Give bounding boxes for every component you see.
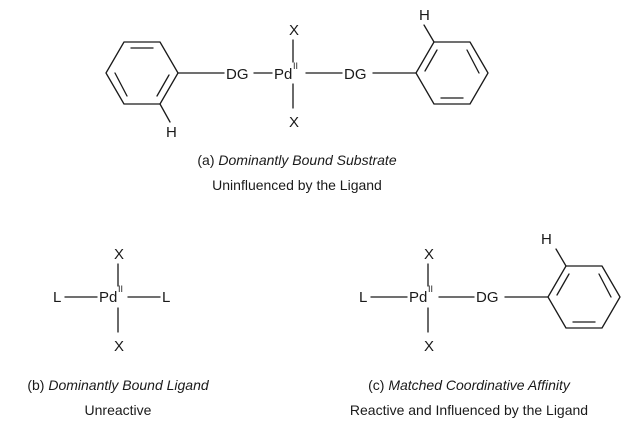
caption-a-title: (a) Dominantly Bound Substrate — [197, 152, 396, 168]
directing-group-c: DG — [476, 289, 499, 306]
caption-a-subtitle: Uninfluenced by the Ligand — [212, 177, 382, 193]
ligand-x-bottom-c: X — [424, 338, 434, 355]
caption-b-title: (b) Dominantly Bound Ligand — [27, 377, 210, 393]
oxidation-state-a: II — [293, 61, 298, 71]
bond-ring-h-right — [423, 24, 435, 43]
metal-pd-a: Pd — [274, 66, 292, 83]
atom-h-c: H — [541, 231, 552, 248]
atom-h-left: H — [166, 124, 177, 141]
benzene-ring-right — [415, 41, 489, 105]
bond-ring-h-left — [159, 103, 171, 123]
panel-c: L Pd II X X DG H (c) Matched Coordinativ… — [350, 231, 621, 418]
caption-c-title: (c) Matched Coordinative Affinity — [368, 377, 571, 393]
ligand-x-bottom-a: X — [289, 114, 299, 131]
ligand-x-bottom-b: X — [114, 338, 124, 355]
metal-pd-c: Pd — [409, 289, 427, 306]
ligand-l-right-b: L — [162, 289, 170, 306]
atom-h-right: H — [419, 7, 430, 24]
oxidation-state-c: II — [428, 284, 433, 294]
ligand-x-top-c: X — [424, 246, 434, 263]
metal-pd-b: Pd — [99, 289, 117, 306]
oxidation-state-b: II — [118, 284, 123, 294]
ligand-l-left-c: L — [359, 289, 367, 306]
ligand-x-top-b: X — [114, 246, 124, 263]
bond-ring-h-c — [555, 248, 567, 267]
directing-group-left: DG — [226, 66, 249, 83]
panel-a: H DG Pd II X X DG H (a) Dominantly Bound… — [105, 7, 489, 193]
ligand-l-left-b: L — [53, 289, 61, 306]
ligand-x-top-a: X — [289, 22, 299, 39]
directing-group-right: DG — [344, 66, 367, 83]
caption-c-subtitle: Reactive and Influenced by the Ligand — [350, 402, 588, 418]
caption-b-subtitle: Unreactive — [85, 402, 152, 418]
panel-b: L Pd II L X X (b) Dominantly Bound Ligan… — [27, 246, 210, 418]
benzene-ring-c — [547, 265, 621, 329]
benzene-ring-left — [105, 41, 179, 105]
